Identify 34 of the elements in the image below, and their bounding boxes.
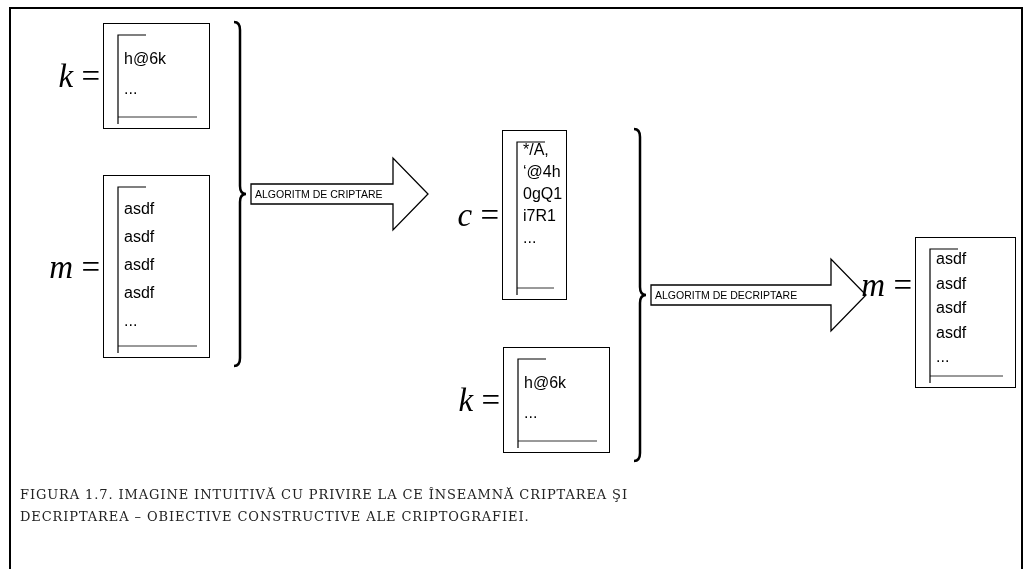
box-text: 0gQ1 — [523, 184, 563, 204]
math-label: m = — [49, 247, 100, 287]
math-label: k = — [58, 57, 100, 96]
edge-label: ALGORITM DE CRIPTARE — [255, 188, 383, 200]
box-text: ‘@4h — [523, 162, 561, 182]
box-text: asdf — [124, 199, 155, 219]
edge-label: ALGORITM DE DECRIPTARE — [655, 289, 798, 301]
data-box — [103, 23, 210, 129]
box-text: asdf — [936, 298, 967, 318]
box-text: ... — [936, 347, 950, 367]
box-text: */A, — [523, 140, 549, 160]
data-box — [503, 347, 610, 453]
block-arrow — [650, 257, 867, 333]
data-box — [103, 175, 210, 358]
block-arrow — [250, 156, 429, 232]
data-box — [915, 237, 1016, 388]
figure-caption: FIGURA 1.7. IMAGINE INTUITIVĂ CU PRIVIRE LA CE ÎNSEAMNĂ CRIPTAREA ŞI DECRIPTAREA – OBIECTIVE CONSTRUCTIVE ALE CRIPTOGRAFIEI. — [20, 486, 629, 526]
box-text: asdf — [936, 273, 967, 294]
box-text: h@6k — [124, 49, 167, 69]
box-text: ... — [523, 228, 537, 248]
data-box — [502, 130, 567, 300]
box-text: asdf — [936, 249, 967, 269]
box-text: asdf — [124, 227, 155, 247]
math-label: c = — [457, 196, 499, 235]
box-text: asdf — [936, 322, 967, 343]
math-label: m = — [861, 266, 912, 305]
box-text: ... — [524, 403, 538, 423]
math-label: k = — [458, 381, 500, 420]
box-text: ... — [124, 311, 138, 331]
box-text: asdf — [124, 255, 155, 275]
box-text: h@6k — [524, 373, 567, 393]
box-text: i7R1 — [523, 206, 556, 226]
box-text: asdf — [124, 283, 155, 303]
box-text: ... — [124, 79, 138, 99]
